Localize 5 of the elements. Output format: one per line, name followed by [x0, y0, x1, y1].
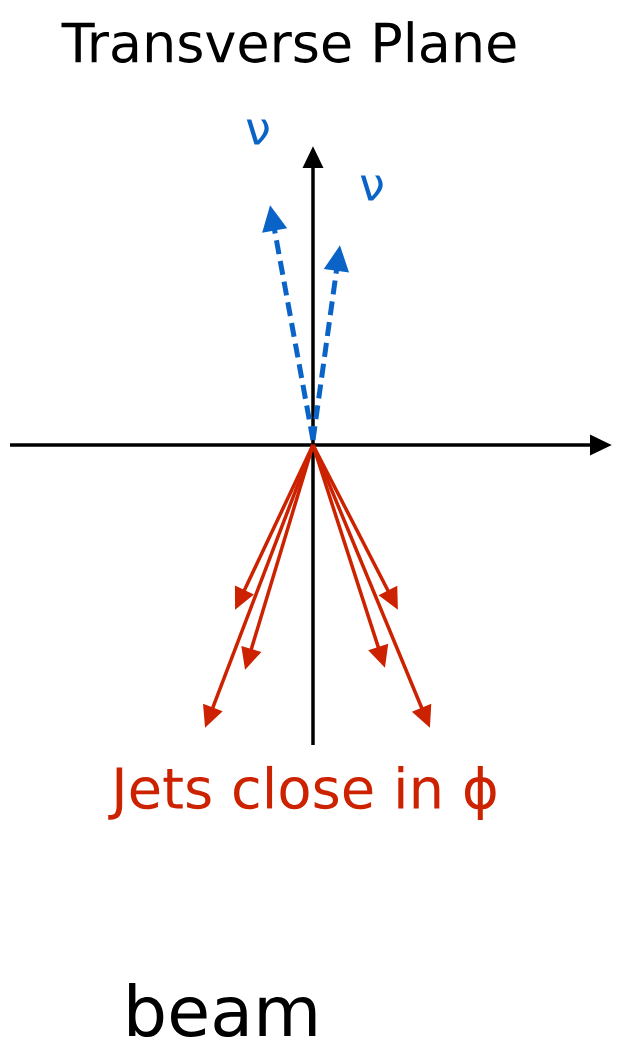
title: Transverse Plane — [61, 21, 516, 63]
jets-label: Jets close in ϕ — [108, 765, 496, 821]
neutrino-label: ν — [360, 175, 383, 201]
beam-label: beam — [129, 982, 316, 1038]
neutrino-label: ν — [246, 119, 269, 145]
